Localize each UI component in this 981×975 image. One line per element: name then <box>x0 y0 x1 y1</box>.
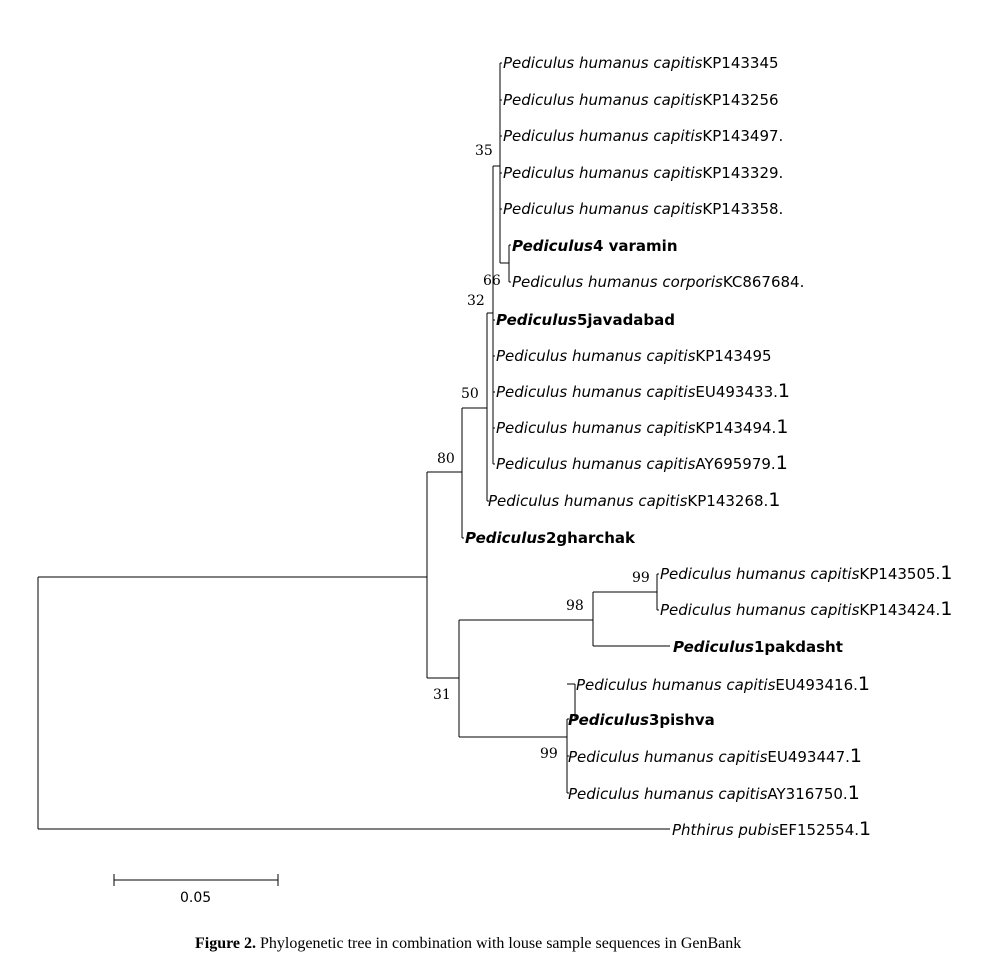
leaf-label-ay695979: Pediculus humanus capitisAY695979.1 <box>496 452 788 474</box>
figure-caption-label: Figure 2. <box>195 935 256 952</box>
leaf-label-kp143256: Pediculus humanus capitisKP143256 <box>503 91 779 109</box>
bootstrap-80: 80 <box>437 451 455 467</box>
bootstrap-98: 98 <box>566 598 584 614</box>
bootstrap-31: 31 <box>433 687 451 703</box>
figure-caption-text: Phylogenetic tree in combination with lo… <box>256 935 741 952</box>
leaf-label-kp143497: Pediculus humanus capitisKP143497. <box>503 127 783 145</box>
bootstrap-99-bottom: 99 <box>540 746 558 762</box>
bootstrap-values: 35 66 32 50 80 99 98 31 99 <box>433 143 650 762</box>
tree-branches <box>37 62 670 830</box>
leaf-label-kp143424: Pediculus humanus capitisKP143424.1 <box>660 598 952 620</box>
leaf-label-ef152554: Phthirus pubisEF152554.1 <box>672 818 871 840</box>
tree-leaf-labels: Pediculus humanus capitisKP143345 Pedicu… <box>465 54 952 840</box>
leaf-label-kp143268: Pediculus humanus capitisKP143268.1 <box>488 489 780 511</box>
leaf-label-kp143495: Pediculus humanus capitisKP143495 <box>496 347 772 365</box>
leaf-label-eu493416: Pediculus humanus capitisEU493416.1 <box>576 673 870 695</box>
bootstrap-66: 66 <box>483 273 501 289</box>
leaf-label-kp143345: Pediculus humanus capitisKP143345 <box>503 54 779 72</box>
scale-bar-label: 0.05 <box>180 890 211 906</box>
leaf-label-kc867684: Pediculus humanus corporisKC867684. <box>512 273 804 291</box>
leaf-label-kp143358: Pediculus humanus capitisKP143358. <box>503 200 783 218</box>
leaf-label-pishva: Pediculus3pishva <box>568 711 715 729</box>
leaf-label-ay316750: Pediculus humanus capitisAY316750.1 <box>568 782 860 804</box>
leaf-label-javadabad: Pediculus5javadabad <box>496 311 675 329</box>
bootstrap-99-top: 99 <box>632 570 650 586</box>
leaf-label-varamin: Pediculus4 varamin <box>512 237 678 255</box>
figure-caption: Figure 2. Phylogenetic tree in combinati… <box>195 935 741 952</box>
leaf-label-pakdasht: Pediculus1pakdasht <box>673 638 843 656</box>
leaf-label-eu493433: Pediculus humanus capitisEU493433.1 <box>496 380 790 402</box>
leaf-label-kp143329: Pediculus humanus capitisKP143329. <box>503 164 783 182</box>
leaf-label-eu493447: Pediculus humanus capitisEU493447.1 <box>568 745 862 767</box>
leaf-label-kp143494: Pediculus humanus capitisKP143494.1 <box>496 416 788 438</box>
leaf-label-kp143505: Pediculus humanus capitisKP143505.1 <box>660 562 952 584</box>
scale-bar: 0.05 <box>113 874 279 906</box>
bootstrap-50: 50 <box>461 386 479 402</box>
leaf-label-gharchak: Pediculus2gharchak <box>465 529 636 547</box>
bootstrap-32: 32 <box>467 293 485 309</box>
bootstrap-35: 35 <box>475 143 493 159</box>
